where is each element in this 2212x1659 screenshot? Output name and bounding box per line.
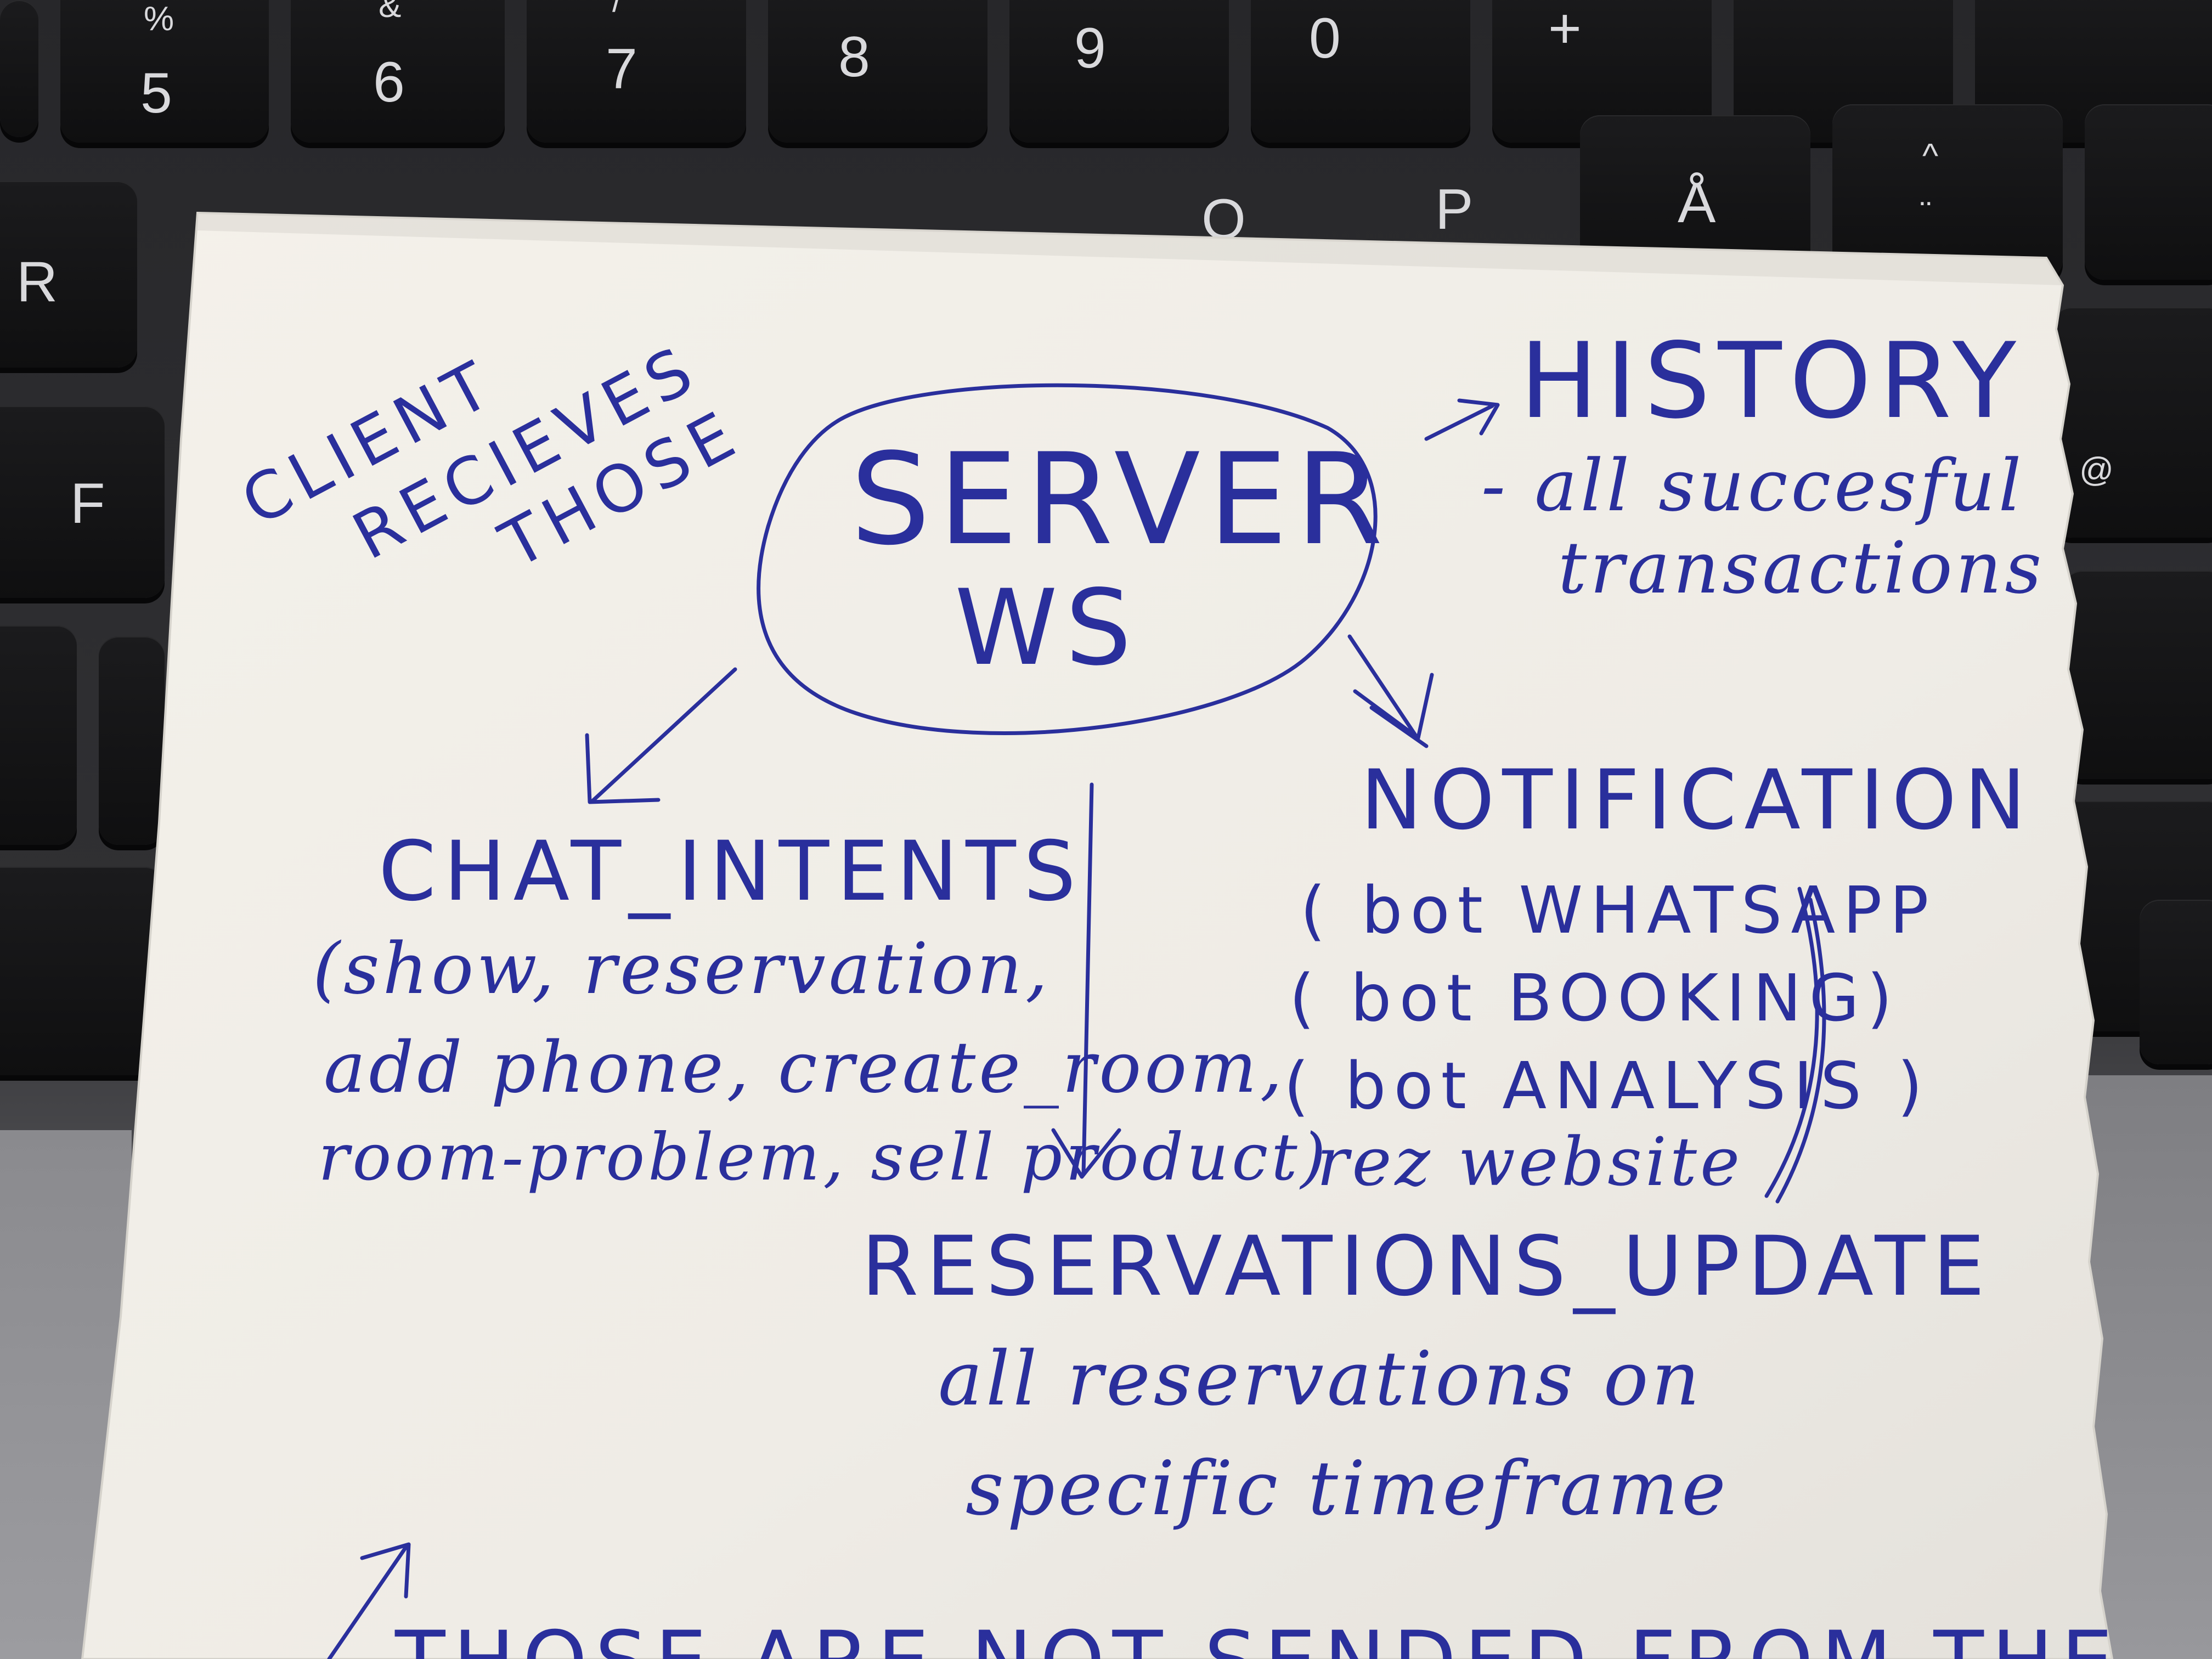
key-legend: / <box>612 0 622 19</box>
keyboard-key <box>2052 307 2212 538</box>
keyboard-key <box>0 0 38 137</box>
reservations-update-line2: specific timeframe <box>966 1446 1729 1532</box>
laptop-palmrest <box>2052 1075 2212 1659</box>
bottom-arrow <box>327 1542 411 1659</box>
key-legend: Å <box>1678 171 1716 235</box>
key-legend: F <box>70 472 105 535</box>
chat-intents-line2: add phone, create_room, <box>324 1027 1285 1109</box>
reservations-update-line1: all reservations on <box>938 1336 1703 1423</box>
key-legend: @ <box>2079 451 2114 489</box>
notification-title: NOTIFICATION <box>1361 753 2034 848</box>
history-title: HISTORY <box>1520 320 2024 442</box>
keyboard-key <box>0 625 77 845</box>
history-desc-line2: transactions <box>1558 526 2045 610</box>
client-label-line2: RECIEVES <box>341 330 710 574</box>
key-legend: 8 <box>838 25 870 89</box>
bottom-text: THOSE ARE NOT SENDED FROM THE <box>394 1614 2121 1659</box>
keyboard-key <box>527 0 746 143</box>
notification-line1: ( bot WHATSAPP <box>1300 872 1937 948</box>
client-label-line1: CLIENT <box>229 344 508 540</box>
key-legend: O <box>1201 188 1246 251</box>
key-legend: 7 <box>606 37 637 101</box>
key-legend: 6 <box>373 50 405 114</box>
key-legend: 5 <box>140 61 172 125</box>
reservations-update-title: RESERVATIONS_UPDATE <box>861 1219 1993 1314</box>
chat-intents-line1: (show, reservation, <box>313 928 1051 1010</box>
arrow-to-history <box>1424 398 1500 441</box>
key-legend: % <box>144 0 174 38</box>
arrow-to-chat-intents <box>585 667 737 804</box>
key-legend: 0 <box>1309 7 1341 70</box>
notification-bracket <box>1764 887 1826 1204</box>
key-legend: P <box>1435 178 1474 241</box>
chat-intents-line3: room-problem, sell product) <box>318 1119 1329 1195</box>
key-legend: ¨ <box>1920 195 1932 233</box>
keyboard-key <box>1009 0 1229 143</box>
laptop-palmrest <box>0 1130 132 1659</box>
key-legend: + <box>1548 0 1582 60</box>
client-label-line3: THOSE <box>488 394 753 583</box>
keyboard-key <box>2063 571 2212 779</box>
keyboard-key <box>1251 0 1470 143</box>
keyboard-key <box>291 0 505 143</box>
server-title: SERVER <box>850 427 1391 573</box>
notification-line2: ( bot BOOKING) <box>1289 960 1900 1036</box>
chat-intents-title: CHAT_INTENTS <box>379 824 1084 919</box>
notification-line4: rez website <box>1317 1123 1743 1201</box>
key-legend: R <box>16 250 58 314</box>
arrow-to-reservations <box>1051 782 1121 1179</box>
keyboard-key <box>2140 900 2212 1064</box>
key-legend: ^ <box>1922 137 1939 175</box>
keyboard-key <box>2085 104 2212 280</box>
keyboard-key <box>99 636 165 845</box>
notification-line3: ( bot ANALYSIS ) <box>1284 1048 1930 1124</box>
keyboard-key <box>60 0 269 143</box>
key-legend: 9 <box>1074 16 1106 80</box>
server-ellipse <box>757 383 1378 735</box>
keyboard-key <box>0 867 165 1075</box>
key-legend: & <box>379 0 402 25</box>
keyboard-key <box>1832 104 2063 280</box>
keyboard-key <box>768 0 988 143</box>
arrow-to-notification <box>1347 634 1434 748</box>
paper-sheet <box>81 211 2114 1659</box>
history-desc-line1: - all succesful <box>1481 444 2024 527</box>
server-subtitle: WS <box>955 567 1139 689</box>
